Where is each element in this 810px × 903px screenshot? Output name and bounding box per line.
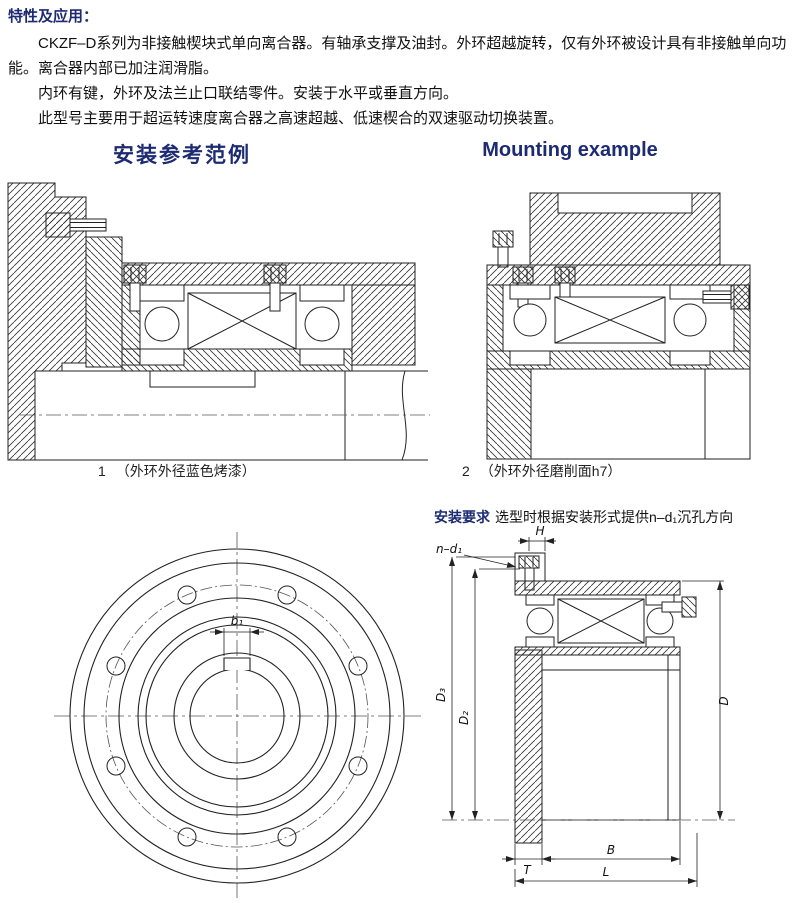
figure1-caption: 1 （外环外径蓝色烤漆）	[98, 461, 256, 481]
features-paragraph-1: CKZF–D系列为非接触楔块式单向离合器。有轴承支撑及油封。外环超越旋转，仅有外…	[8, 35, 787, 77]
sleeve-flange-section	[486, 368, 532, 460]
flange-plate-section	[514, 649, 543, 844]
dimension-T: T	[502, 844, 555, 877]
dimension-D3: D₃	[434, 556, 515, 820]
flange-plate-section	[85, 236, 123, 368]
socket-bolt-top-1	[123, 264, 147, 312]
outer-ring-circle	[118, 597, 356, 835]
figure2-caption-text: （外环外径磨削面h7）	[479, 463, 622, 479]
dimension-nd1: n–d₁	[436, 542, 517, 568]
dim-label-nd1: n–d₁	[436, 542, 462, 556]
features-section: 特性及应用： CKZF–D系列为非接触楔块式单向离合器。有轴承支撑及油封。外环超…	[8, 5, 804, 131]
dimension-H: H	[518, 524, 556, 551]
socket-bolt-right	[702, 284, 750, 310]
front-view-drawing: b₁	[54, 532, 424, 898]
keyway	[222, 656, 252, 671]
bearing-right	[645, 594, 675, 648]
bearing-left	[139, 284, 185, 366]
dim-label-D2: D₂	[457, 711, 471, 725]
dim-label-T: T	[523, 863, 532, 877]
features-heading: 特性及应用：	[8, 8, 99, 25]
figure2-number: 2	[462, 463, 470, 479]
socket-bolt-top-2	[554, 266, 576, 308]
mounting-requirement-label: 安装要求	[434, 509, 490, 525]
bearing-right	[669, 284, 711, 366]
ring-circle-outer	[137, 616, 337, 816]
figure1-mounting-drawing	[7, 182, 430, 461]
dimension-L: L	[514, 833, 698, 887]
mounting-example-heading-en: Mounting example	[482, 139, 658, 161]
cross-section-drawing: n–d₁ H D₃ D₂	[434, 524, 735, 887]
dim-label-D3: D₃	[434, 688, 448, 702]
outer-ring-section	[514, 580, 681, 596]
body-cylinder	[541, 654, 681, 821]
end-cap-left-section	[486, 284, 504, 352]
figure2-caption: 2 （外环外径磨削面h7）	[462, 461, 621, 481]
figure2-mounting-drawing	[486, 192, 751, 460]
dimension-b1: b₁	[210, 614, 264, 656]
housing-groove	[557, 192, 693, 214]
bearing-left	[525, 594, 555, 648]
dim-label-b1: b₁	[231, 614, 244, 628]
features-paragraph-3: 此型号主要用于超运转速度离合器之高速超越、低速楔合的双速驱动切换装置。	[38, 110, 564, 127]
counterbore-bolt	[514, 552, 546, 591]
bearing-right	[299, 284, 345, 366]
sprag-cage	[554, 296, 666, 344]
bolt-hole-circle	[105, 584, 369, 848]
ring-circle-inner	[145, 624, 329, 808]
mounting-example-heading-zh: 安装参考范例	[113, 144, 251, 167]
features-paragraph-2: 内环有键，外环及法兰止口联结零件。安装于水平或垂直方向。	[38, 85, 459, 102]
inner-sleeve	[486, 368, 751, 460]
flange-step-circle	[83, 562, 391, 870]
flange-outer-circle	[69, 548, 405, 884]
socket-bolt-right	[661, 596, 697, 618]
dim-label-D: D	[717, 696, 731, 705]
end-cap-right-section	[351, 284, 416, 366]
dim-label-H: H	[535, 524, 544, 538]
mounting-requirement-text: 选型时根据安装形式提供n–d₁沉孔方向	[495, 509, 734, 525]
dimension-D2: D₂	[457, 568, 520, 820]
socket-bolt-left	[492, 230, 514, 268]
key	[149, 370, 256, 388]
figure1-caption-text: （外环外径蓝色烤漆）	[115, 463, 256, 479]
dim-label-L: L	[603, 865, 610, 879]
mounting-requirement-note: 安装要求选型时根据安装形式提供n–d₁沉孔方向	[434, 507, 733, 527]
sprag-cage	[557, 598, 645, 644]
figure1-number: 1	[98, 463, 106, 479]
socket-bolt-horizontal	[45, 212, 107, 238]
dimension-B: B	[542, 821, 681, 865]
dim-label-B: B	[607, 843, 615, 857]
bolt-holes	[106, 585, 368, 847]
inner-ring-section	[514, 646, 681, 656]
shaft	[34, 370, 428, 461]
hub-circle	[173, 652, 301, 780]
dimension-D: D	[682, 580, 731, 820]
socket-bolt-top-2	[263, 264, 287, 312]
bearing-left	[509, 284, 551, 366]
outer-ring-section	[486, 264, 751, 286]
